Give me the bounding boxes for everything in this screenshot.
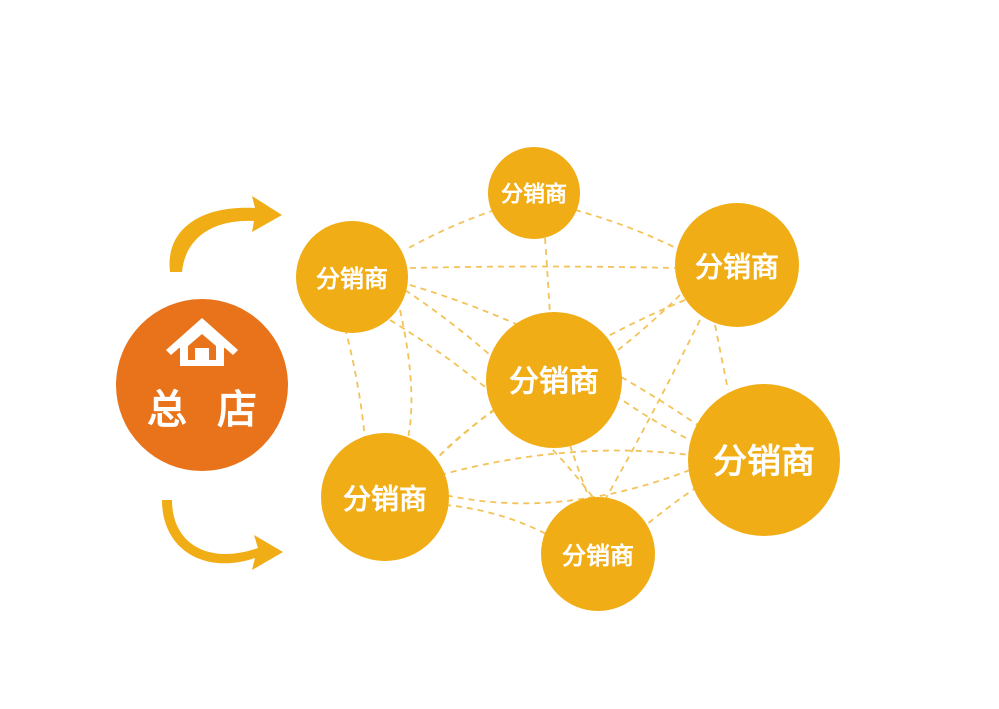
upper-arrow-icon bbox=[169, 196, 282, 272]
link-upperright-bottom bbox=[604, 319, 701, 501]
distributor-label: 分销商 bbox=[343, 483, 427, 516]
link-center-lowerleft bbox=[439, 409, 496, 456]
lower-arrow-icon bbox=[162, 500, 283, 570]
distributor-node: 分销商 bbox=[541, 497, 655, 611]
lower-arrow bbox=[162, 500, 283, 570]
distributor-label: 分销商 bbox=[501, 182, 567, 208]
upper-arrow bbox=[169, 196, 282, 272]
distributor-label: 分销商 bbox=[316, 265, 388, 293]
hq-label: 总 店 bbox=[147, 387, 265, 433]
link-upperleft-lowerleft-outer bbox=[399, 309, 413, 451]
distributor-circle bbox=[488, 147, 580, 239]
distributor-node: 分销商 bbox=[688, 384, 840, 536]
distributor-label: 分销商 bbox=[509, 365, 599, 400]
hq-node: 总 店 bbox=[116, 299, 288, 471]
link-top-center bbox=[544, 237, 551, 316]
link-top-upperleft bbox=[404, 209, 496, 251]
distributor-label: 分销商 bbox=[695, 251, 779, 284]
distributor-circle bbox=[486, 312, 622, 448]
link-upperleft-center bbox=[404, 289, 491, 356]
distributor-circle bbox=[688, 384, 840, 536]
distributor-circle bbox=[541, 497, 655, 611]
link-right-lowerleft bbox=[444, 469, 691, 505]
link-upperright-center bbox=[604, 294, 681, 361]
link-center-right bbox=[614, 394, 691, 441]
distributor-node: 分销商 bbox=[486, 312, 622, 448]
distributor-node: 分销商 bbox=[321, 433, 449, 561]
distributor-circle bbox=[675, 203, 799, 327]
link-top-upperright bbox=[574, 209, 681, 251]
house-icon bbox=[166, 318, 238, 366]
link-upperleft-upperright bbox=[409, 265, 676, 269]
link-lowerleft-bottom bbox=[444, 504, 549, 536]
distributor-label: 分销商 bbox=[562, 542, 634, 570]
link-upperright-right bbox=[714, 324, 729, 391]
distributor-label: 分销商 bbox=[713, 442, 815, 482]
distributor-node: 分销商 bbox=[296, 221, 408, 333]
distributor-circle bbox=[296, 221, 408, 333]
distributor-circle bbox=[321, 433, 449, 561]
link-lowerleft-right bbox=[439, 449, 691, 476]
distributor-node: 分销商 bbox=[488, 147, 580, 239]
link-upperleft-lowerleft bbox=[344, 327, 366, 441]
link-bottom-right bbox=[639, 484, 701, 531]
distributor-node: 分销商 bbox=[675, 203, 799, 327]
hq-circle bbox=[116, 299, 288, 471]
link-center-bottom bbox=[569, 444, 591, 501]
